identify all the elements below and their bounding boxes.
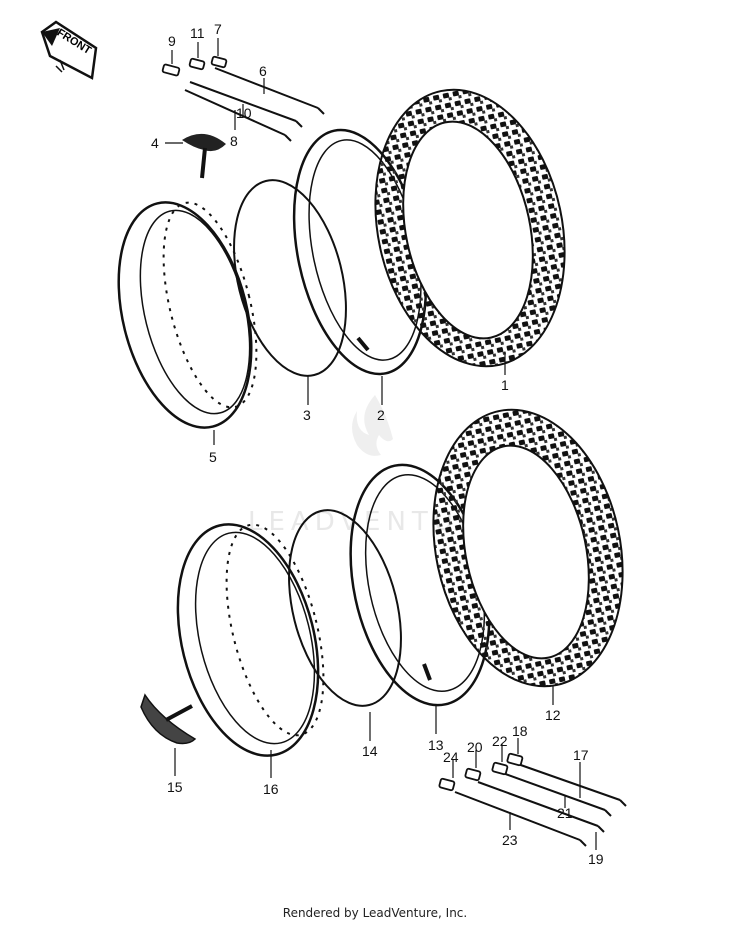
tire-rear [432, 408, 624, 688]
front-direction-badge: FRONT [40, 20, 98, 80]
callout-8: 8 [230, 133, 238, 149]
callout-21: 21 [557, 805, 573, 821]
callout-23: 23 [502, 832, 518, 848]
tire-front [374, 88, 566, 368]
valve-stem-rear [140, 693, 197, 745]
callout-leaders [165, 38, 597, 850]
spoke-nipples-rear [438, 752, 524, 792]
callout-18: 18 [512, 723, 528, 739]
callout-12: 12 [545, 707, 561, 723]
callout-labels: 9 11 7 6 10 8 4 1 2 3 5 12 13 14 15 16 1… [151, 21, 604, 867]
callout-13: 13 [428, 737, 444, 753]
callout-17: 17 [573, 747, 589, 763]
callout-19: 19 [588, 851, 604, 867]
callout-24: 24 [443, 749, 459, 765]
callout-10: 10 [236, 105, 252, 121]
callout-4: 4 [151, 135, 159, 151]
callout-1: 1 [501, 377, 509, 393]
callout-3: 3 [303, 407, 311, 423]
rim-rear [176, 523, 325, 757]
callout-2: 2 [377, 407, 385, 423]
spokes-rear [454, 762, 627, 847]
callout-5: 5 [209, 449, 217, 465]
spokes-front [184, 67, 325, 142]
callout-20: 20 [467, 739, 483, 755]
rim-band-rear [288, 509, 402, 707]
callout-9: 9 [168, 33, 176, 49]
callout-16: 16 [263, 781, 279, 797]
callout-6: 6 [259, 63, 267, 79]
callout-14: 14 [362, 743, 378, 759]
valve-stem-front [182, 133, 226, 179]
footer-credit: Rendered by LeadVenture, Inc. [282, 906, 468, 920]
rim-front [117, 201, 258, 429]
spoke-nipples-front [161, 55, 228, 77]
callout-15: 15 [167, 779, 183, 795]
rim-band-front [233, 179, 347, 377]
callout-22: 22 [492, 733, 508, 749]
callout-7: 7 [214, 21, 222, 37]
callout-11: 11 [190, 25, 205, 41]
